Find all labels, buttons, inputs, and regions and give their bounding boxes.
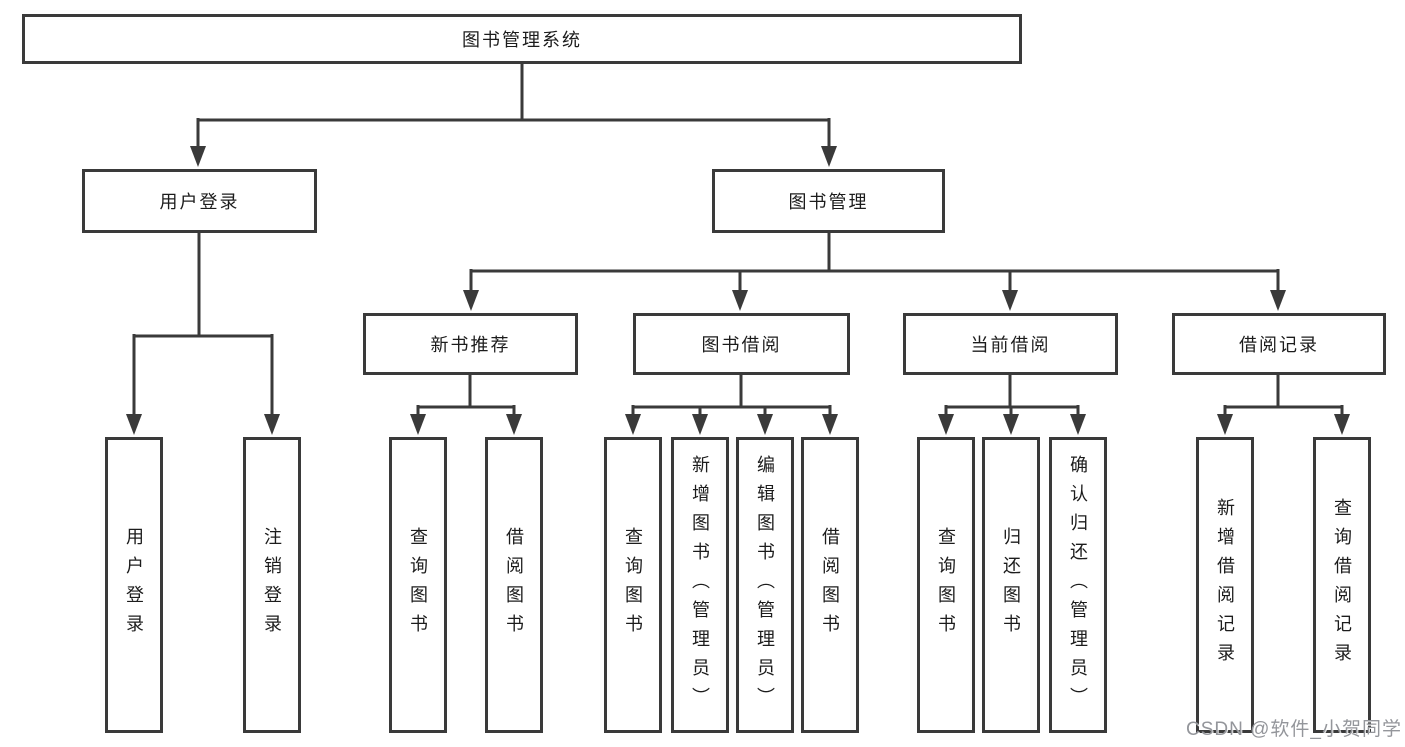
leaf-confirm-return-admin: 确认归还（管理员） bbox=[1049, 437, 1107, 733]
node-borrowing-records: 借阅记录 bbox=[1172, 313, 1386, 375]
node-book-borrowing: 图书借阅 bbox=[633, 313, 850, 375]
leaf-borrow-books: 借阅图书 bbox=[801, 437, 859, 733]
leaf-query-books-recommend: 查询图书 bbox=[389, 437, 447, 733]
leaf-logout: 注销登录 bbox=[243, 437, 301, 733]
leaf-add-book-admin: 新增图书（管理员） bbox=[671, 437, 729, 733]
leaf-edit-book-admin: 编辑图书（管理员） bbox=[736, 437, 794, 733]
leaf-query-books-current: 查询图书 bbox=[917, 437, 975, 733]
leaf-query-books-borrow: 查询图书 bbox=[604, 437, 662, 733]
node-current-borrowing: 当前借阅 bbox=[903, 313, 1118, 375]
leaf-query-borrow-record: 查询借阅记录 bbox=[1313, 437, 1371, 733]
csdn-watermark: CSDN @软件_小贺同学 bbox=[1186, 719, 1402, 740]
node-new-book-recommend: 新书推荐 bbox=[363, 313, 578, 375]
leaf-user-login: 用户登录 bbox=[105, 437, 163, 733]
leaf-borrow-books-recommend: 借阅图书 bbox=[485, 437, 543, 733]
node-library-management-system: 图书管理系统 bbox=[22, 14, 1022, 64]
leaf-return-books: 归还图书 bbox=[982, 437, 1040, 733]
node-book-management: 图书管理 bbox=[712, 169, 945, 233]
leaf-add-borrow-record: 新增借阅记录 bbox=[1196, 437, 1254, 733]
node-user-login: 用户登录 bbox=[82, 169, 317, 233]
